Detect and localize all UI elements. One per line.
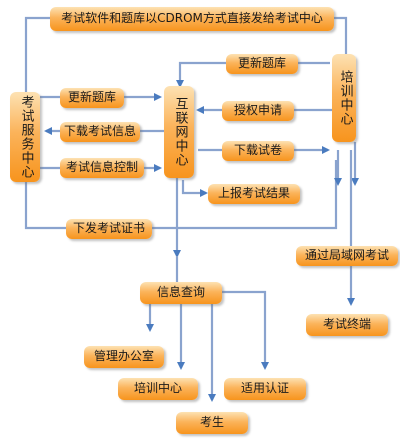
issue-certificate-node: 下发考试证书 (66, 219, 152, 239)
download-exam-info-node: 下载考试信息 (60, 122, 140, 142)
update-bank-right-node: 更新题库 (226, 54, 298, 74)
download-exam-paper-node: 下载试卷 (222, 141, 294, 161)
cdrom-to-training-line (334, 16, 348, 58)
authorize-apply-node: 授权申请 (222, 101, 294, 121)
cdrom-line (24, 16, 50, 92)
lan-exam-node: 通过局域网考试 (296, 246, 398, 266)
update-bank-left-node: 更新题库 (60, 88, 124, 108)
info-query-node: 信息查询 (140, 282, 222, 304)
cdrom-node: 考试软件和题库以CDROM方式直接发给考试中心 (50, 7, 334, 31)
candidate-node: 考生 (176, 412, 248, 434)
certificate-loop (24, 160, 338, 230)
report-results-arrow (181, 180, 208, 197)
exam-terminal-node: 考试终端 (306, 314, 388, 336)
query-to-cert-line (222, 290, 269, 370)
internet-center-node: 互联网中心 (164, 86, 194, 178)
report-results-node: 上报考试结果 (208, 184, 300, 204)
exam-service-center-node: 考试服务中心 (10, 92, 40, 182)
management-office-node: 管理办公室 (84, 346, 164, 368)
exam-info-control-node: 考试信息控制 (60, 158, 144, 178)
training-center-bottom-node: 培训中心 (118, 378, 198, 400)
applicable-cert-node: 适用认证 (224, 378, 306, 400)
training-center-node: 培训中心 (332, 54, 356, 142)
